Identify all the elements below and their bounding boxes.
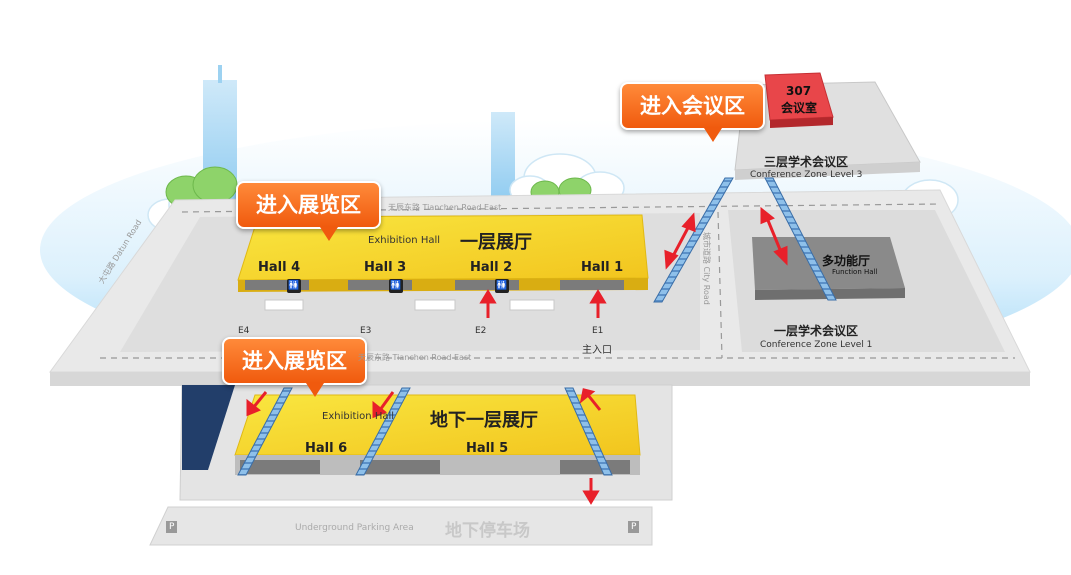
hall-1-label[interactable]: Hall 1 (581, 260, 624, 275)
callout-label: 进入展览区 (242, 349, 347, 373)
restroom-icon: 🚻 (389, 279, 403, 293)
basement-hall-subtitle: Exhibition Hall (322, 411, 395, 422)
room-307-number[interactable]: 307 (786, 84, 812, 98)
gate-e3-label: E3 (360, 326, 372, 336)
gate-e1-label: E1 (592, 326, 604, 336)
restroom-icon: 🚻 (287, 279, 301, 293)
parking-strip (149, 506, 653, 546)
hall-3-label[interactable]: Hall 3 (364, 260, 407, 275)
parking-en: Underground Parking Area (295, 523, 414, 533)
gate-e4-label: E4 (238, 326, 250, 336)
callout-label: 进入会议区 (640, 94, 745, 118)
parking-p-left: P (166, 521, 178, 533)
function-hall-block (752, 237, 905, 290)
conference-level3-en: Conference Zone Level 3 (750, 170, 863, 180)
parking-p-right: P (628, 521, 640, 533)
road-label-bottom: 天辰东路 Tianchen Road East (358, 353, 472, 362)
restroom-icon: 🚻 (495, 279, 509, 293)
level1-hall-subtitle: Exhibition Hall (368, 235, 441, 246)
red-arrow-icon (246, 206, 788, 505)
parking-cn[interactable]: 地下停车场 (445, 521, 530, 541)
hall-6-label[interactable]: Hall 6 (305, 441, 348, 456)
basement-hall-title: 地下一层展厅 (430, 410, 538, 431)
hall-5-label[interactable]: Hall 5 (466, 441, 509, 456)
enter-exhibition-callout-upper[interactable]: 进入展览区 (236, 181, 381, 241)
main-entrance-label: 主入口 (582, 345, 612, 356)
conference-level3-cn[interactable]: 三层学术会议区 (764, 155, 849, 169)
escalator-icon (237, 177, 837, 476)
enter-exhibition-callout-lower[interactable]: 进入展览区 (222, 337, 367, 397)
road-line-city (717, 211, 723, 359)
entrance-canopies (264, 299, 555, 311)
gate-e2-label: E2 (475, 326, 487, 336)
road-label-city: 城市道路 City Road (702, 232, 711, 305)
enter-conference-callout[interactable]: 进入会议区 (620, 82, 765, 142)
room-307-name[interactable]: 会议室 (781, 101, 818, 115)
level1-hall-title: 一层展厅 (460, 232, 532, 253)
hall-4-label[interactable]: Hall 4 (258, 260, 301, 275)
conference-level1-en: Conference Zone Level 1 (760, 340, 873, 350)
hall-2-label[interactable]: Hall 2 (470, 260, 513, 275)
conference-level1-cn[interactable]: 一层学术会议区 (774, 324, 859, 338)
road-label-top: 天辰东路 Tianchen Road East (388, 203, 502, 212)
function-hall-en: Function Hall (832, 268, 878, 276)
function-hall-cn[interactable]: 多功能厅 (822, 254, 871, 268)
callout-label: 进入展览区 (256, 193, 361, 217)
